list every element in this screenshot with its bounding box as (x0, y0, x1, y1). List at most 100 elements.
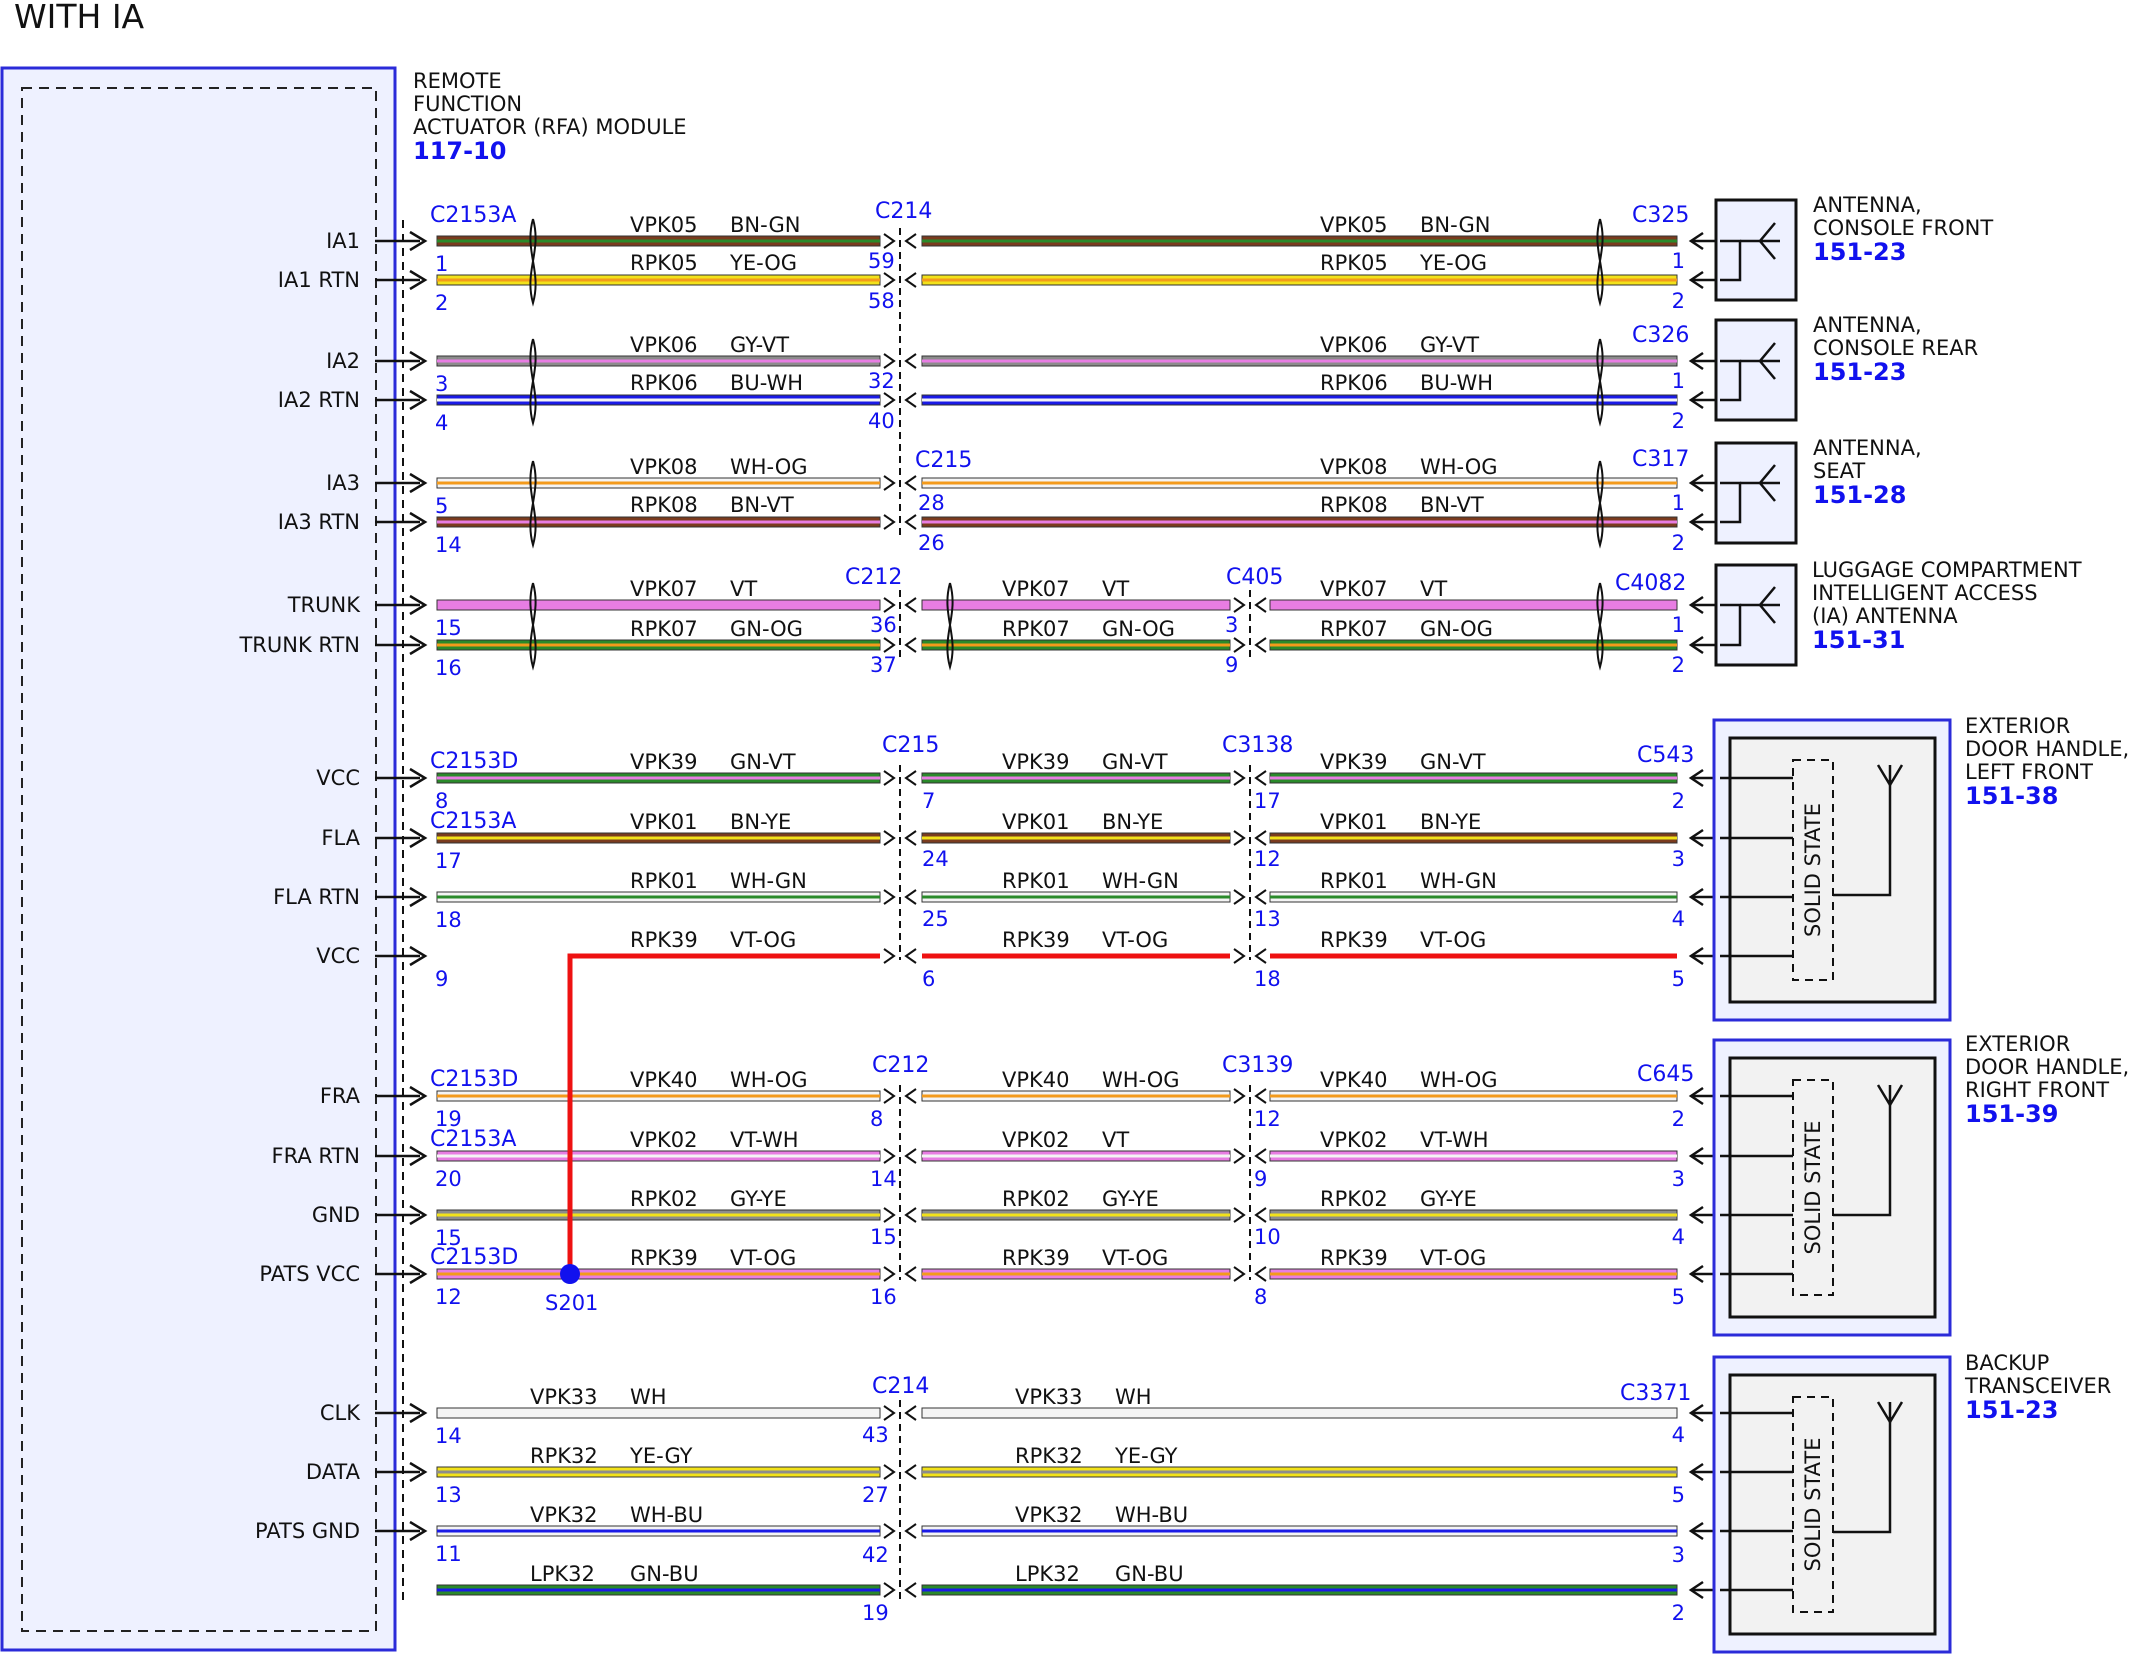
module-connector-label: C2153A (430, 203, 516, 228)
wire-circuit-label: VPK32 (530, 1503, 598, 1527)
wire-color-label: GY-VT (1420, 333, 1479, 357)
module-connector-label: C2153A (430, 1127, 516, 1152)
wire-circuit-label: RPK08 (630, 493, 698, 517)
antenna-loop (1720, 481, 1742, 524)
wire-circuit-label: VPK07 (630, 577, 698, 601)
wire-color-label: WH-GN (1420, 869, 1497, 893)
device-connector-pin: 3 (1672, 1167, 1685, 1191)
wire-circuit-label: VPK06 (1320, 333, 1388, 357)
wire-circuit-label: RPK08 (1320, 493, 1388, 517)
inline-arrow-in (883, 1088, 896, 1104)
wire-circuit-label: VPK39 (630, 750, 698, 774)
wire-color-label: GY-YE (730, 1187, 787, 1211)
wire-12-stripe-1 (922, 1094, 1230, 1098)
device-connector-pin: 4 (1672, 1225, 1685, 1249)
wire-color-label: WH-OG (1420, 455, 1498, 479)
wire-color-label: BN-YE (1420, 810, 1481, 834)
device-description-line: EXTERIOR (1965, 714, 2070, 738)
module-pin-label: IA3 (326, 471, 360, 495)
inline-arrow-in (883, 233, 896, 249)
rfa-module-body (0, 66, 397, 1652)
inline-arrow-out (904, 597, 917, 613)
wire-circuit-label: VPK01 (1320, 810, 1388, 834)
wire-2-stripe-1 (922, 359, 1677, 363)
inline-arrow-in (883, 1582, 896, 1598)
module-connector-pin: 4 (435, 411, 448, 435)
inline-connector-label: C405 (1226, 565, 1283, 590)
inline-arrow-out (904, 1523, 917, 1539)
wire-circuit-label: RPK01 (1002, 869, 1070, 893)
wire-9-stripe-2 (1270, 836, 1677, 840)
inline-connector-pin: 9 (1225, 653, 1238, 677)
wire-color-label: GY-YE (1420, 1187, 1477, 1211)
wire-circuit-label: RPK01 (1320, 869, 1388, 893)
device-description-line: ANTENNA, (1813, 193, 1922, 217)
module-pin-label: IA2 (326, 349, 360, 373)
device-description-line: LEFT FRONT (1965, 760, 2093, 784)
wire-circuit-label: VPK40 (630, 1068, 698, 1092)
wire-18-stripe-1 (922, 1529, 1677, 1533)
wire-circuit-label: RPK01 (630, 869, 698, 893)
inline-connector-pin: 24 (922, 847, 949, 871)
wire-14-stripe-2 (1270, 1213, 1677, 1217)
wire-5-stripe-1 (922, 520, 1677, 524)
internal-antenna-icon (1876, 1401, 1904, 1425)
device-connector-pin: 4 (1672, 1423, 1685, 1447)
wire-circuit-label: VPK02 (630, 1128, 698, 1152)
inline-connector-pin: 26 (918, 531, 945, 555)
inline-arrow-out (904, 233, 917, 249)
module-pin-label: GND (312, 1203, 360, 1227)
inline-arrow-in (1233, 1207, 1246, 1223)
device-connector-label: C317 (1632, 447, 1689, 472)
wire-color-label: BN-YE (1102, 810, 1163, 834)
wire-color-label: WH-BU (630, 1503, 703, 1527)
wire-color-label: GY-YE (1102, 1187, 1159, 1211)
wire-color-label: BN-VT (1420, 493, 1484, 517)
device-connector-pin: 5 (1672, 1285, 1685, 1309)
module-connector-pin: 9 (435, 967, 448, 991)
wire-19-stripe-0 (437, 1588, 880, 1592)
inline-arrow-out (904, 770, 917, 786)
inline-connector-label: C215 (882, 733, 939, 758)
inline-arrow-out (904, 392, 917, 408)
module-pin-arrow (409, 1263, 428, 1285)
solid-state-block (1792, 759, 1834, 981)
inline-connector-label: C214 (872, 1374, 929, 1399)
module-pin-label: IA1 (326, 229, 360, 253)
wire-circuit-label: RPK02 (630, 1187, 698, 1211)
wire-circuit-label: RPK02 (1320, 1187, 1388, 1211)
inline-arrow-out (904, 1088, 917, 1104)
twisted-pair-marker (1596, 218, 1604, 307)
wire-3-stripe-1 (922, 398, 1677, 402)
inline-connector-pin: 28 (918, 491, 945, 515)
device-connector-pin: 2 (1672, 1601, 1685, 1625)
device-description-line: INTELLIGENT ACCESS (1812, 581, 2038, 605)
inline-arrow-out (904, 475, 917, 491)
inline-connector-pin: 12 (1254, 847, 1281, 871)
inline-connector-pin: 19 (862, 1601, 889, 1625)
wire-circuit-label: VPK39 (1320, 750, 1388, 774)
module-connector-pin: 19 (435, 1107, 462, 1131)
wire-color-label: VT-WH (1420, 1128, 1489, 1152)
wire-color-label: VT-OG (1102, 928, 1168, 952)
module-pin-label: FLA RTN (273, 885, 360, 909)
antenna-box (1714, 318, 1798, 422)
internal-antenna-icon (1876, 764, 1904, 788)
module-pin-label: IA3 RTN (278, 510, 360, 534)
inline-connector-pin: 42 (862, 1543, 889, 1567)
module-pin-arrow (409, 1085, 428, 1107)
wire-circuit-label: VPK33 (530, 1385, 598, 1409)
inline-connector-pin: 8 (1254, 1285, 1267, 1309)
module-pin-arrow (409, 1204, 428, 1226)
device-connector-pin: 1 (1672, 613, 1685, 637)
inline-arrow-in (1233, 830, 1246, 846)
wire-color-label: YE-GY (629, 1444, 693, 1468)
inline-connector-pin: 9 (1254, 1167, 1267, 1191)
wire-15-stripe-2 (1270, 1272, 1677, 1276)
wire-color-label: WH-GN (730, 869, 807, 893)
inline-arrow-in (883, 272, 896, 288)
device-connector-label: C325 (1632, 203, 1689, 228)
wire-13-stripe-0 (437, 1154, 880, 1158)
inline-arrow-out (1254, 770, 1267, 786)
module-name-line-2: FUNCTION (413, 92, 522, 116)
